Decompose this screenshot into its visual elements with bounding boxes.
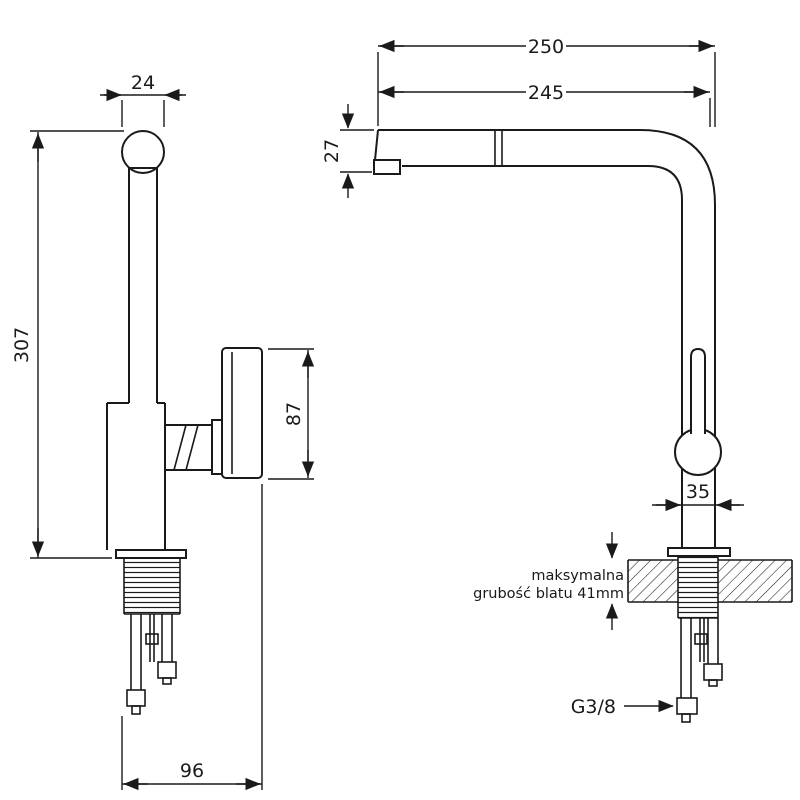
handle-lever-side	[221, 347, 263, 479]
dim-label-body-width: 35	[686, 481, 710, 503]
handle-ball-joint	[674, 428, 722, 476]
dim-label-base-depth: 96	[180, 760, 204, 782]
front-view: 250 245 27 35 maksymalna grubość blatu 4	[321, 36, 793, 723]
base-flange	[115, 549, 187, 559]
front-view-outline	[373, 129, 793, 723]
threaded-shank-front	[678, 556, 718, 618]
supply-hoses-front	[676, 618, 723, 723]
handle-lever-front	[690, 347, 706, 434]
spout-cap	[121, 130, 165, 174]
dim-label-top-width: 24	[131, 72, 155, 94]
aerator	[373, 159, 401, 175]
base-flange-front	[667, 547, 731, 557]
dim-label-spout-height: 27	[321, 139, 343, 163]
dim-label-handle-height: 87	[283, 402, 305, 426]
threaded-shank	[124, 558, 180, 614]
countertop-section	[627, 559, 793, 603]
side-view-dimensions: 24 307 87 96	[11, 72, 315, 791]
side-view: 24 307 87 96	[11, 72, 315, 791]
dim-label-total-height: 307	[11, 327, 33, 363]
countertop-note-line2: grubość blatu 41mm	[473, 586, 624, 602]
dim-label-spout-reach: 245	[528, 82, 564, 104]
countertop-note-line1: maksymalna	[531, 568, 624, 584]
front-view-dimensions: 250 245 27 35 maksymalna grubość blatu 4	[321, 36, 744, 718]
dim-label-overall-depth: 250	[528, 36, 564, 58]
handle-hub	[211, 419, 223, 475]
supply-hoses	[126, 614, 177, 715]
side-view-outline	[106, 130, 263, 715]
thread-size-label: G3/8	[571, 696, 616, 718]
